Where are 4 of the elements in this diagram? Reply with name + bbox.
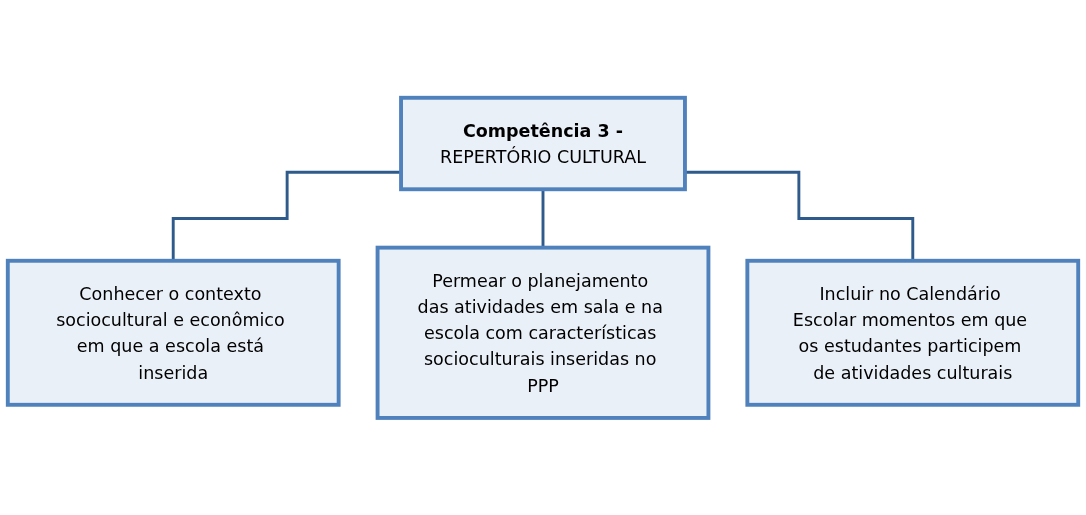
node-box: Incluir no Calendário Escolar momentos em que os estudantes participem de atividades culturais: [745, 258, 1081, 407]
node-box: Permear o planejamento das atividades em sala e na escola com características socioculturais inseridas no PPP: [375, 245, 711, 420]
node-box: Competência 3 - REPERTÓRIO CULTURAL: [399, 95, 687, 191]
node-box: Conhecer o contexto sociocultural e econômico em que a escola está inserida: [5, 258, 341, 407]
